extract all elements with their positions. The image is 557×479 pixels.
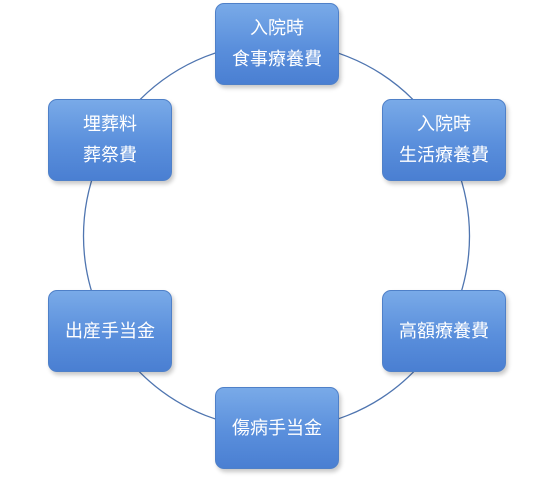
node-high-cost-medical[interactable]: 高額療養費 [382, 290, 506, 372]
node-label-line: 傷病手当金 [232, 417, 322, 439]
node-label-line: 出産手当金 [65, 320, 155, 342]
node-label-line: 食事療養費 [232, 49, 322, 70]
node-funeral-expenses[interactable]: 埋葬料 葬祭費 [48, 99, 172, 181]
node-inpatient-meal-cost[interactable]: 入院時 食事療養費 [215, 3, 339, 85]
node-label-line: 入院時 [250, 18, 304, 39]
node-label-line: 入院時 [417, 114, 471, 135]
node-label-line: 埋葬料 [83, 114, 137, 135]
node-sickness-allowance[interactable]: 傷病手当金 [215, 387, 339, 469]
node-label-line: 高額療養費 [399, 320, 489, 342]
node-inpatient-living-cost[interactable]: 入院時 生活療養費 [382, 99, 506, 181]
node-maternity-allowance[interactable]: 出産手当金 [48, 290, 172, 372]
node-label-line: 葬祭費 [83, 145, 137, 166]
node-label-line: 生活療養費 [399, 145, 489, 166]
